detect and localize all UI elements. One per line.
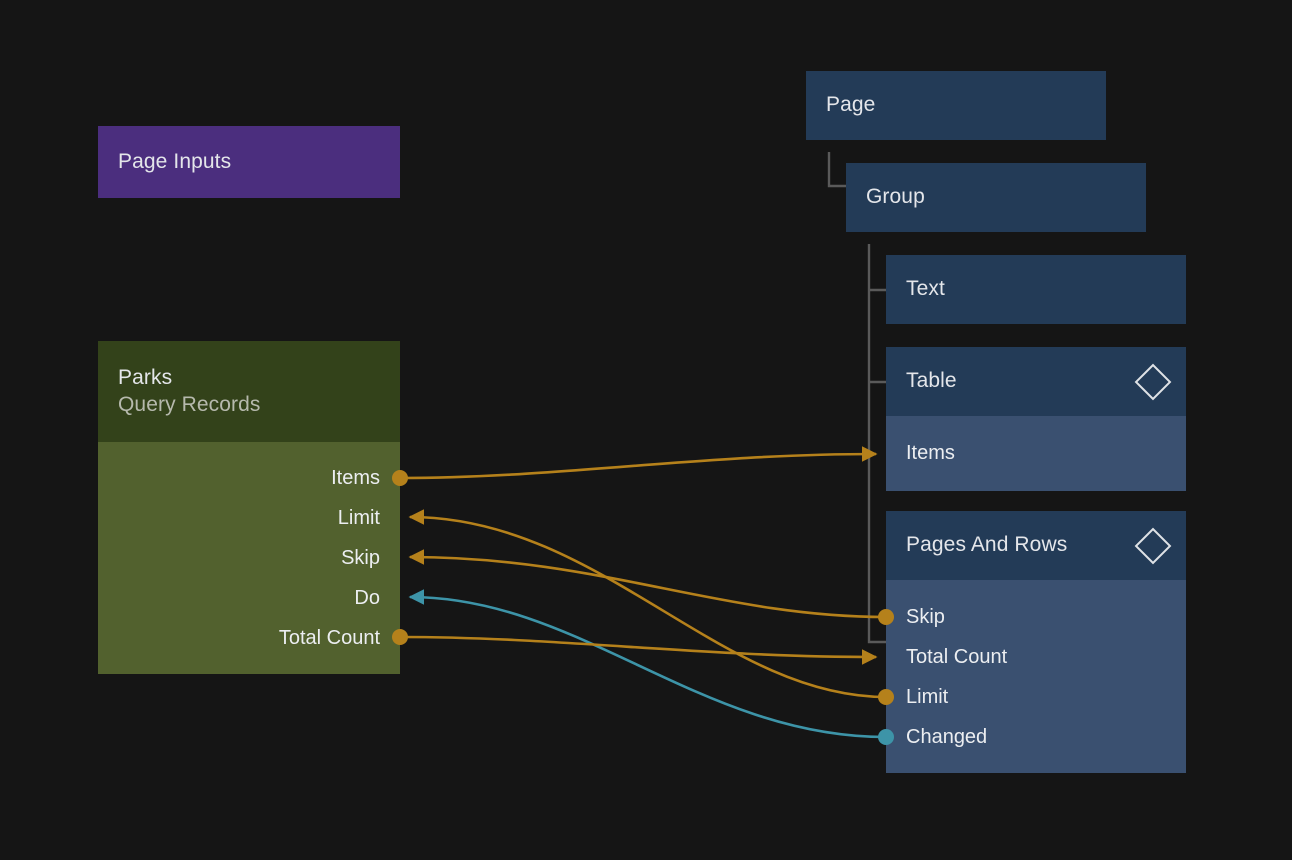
node-table-body: Items	[886, 416, 1186, 491]
port-label: Total Count	[279, 627, 380, 650]
port-label: Changed	[906, 726, 987, 749]
node-page-inputs-header: Page Inputs	[98, 126, 400, 198]
port-pages-and-rows-changed[interactable]: Changed	[886, 717, 1186, 757]
port-parks-skip[interactable]: Skip	[98, 538, 400, 578]
node-pages-and-rows-body: Skip Total Count Limit Changed	[886, 580, 1186, 773]
diamond-icon	[1135, 363, 1172, 400]
tree-link-group-spine	[869, 244, 886, 642]
node-page-header: Page	[806, 71, 1106, 140]
edge-pages-changed-to-parks-do	[410, 597, 886, 737]
node-page-inputs[interactable]: Page Inputs	[98, 126, 400, 198]
node-table[interactable]: Table Items	[886, 347, 1186, 491]
port-parks-items[interactable]: Items	[98, 458, 400, 498]
edge-parks-totalcount-to-pages-totalcount	[400, 637, 876, 657]
node-parks-header: Parks Query Records	[98, 341, 400, 442]
node-group-header: Group	[846, 163, 1146, 232]
port-label: Total Count	[906, 646, 1007, 669]
port-label: Do	[354, 587, 380, 610]
node-parks-title: Parks	[118, 365, 261, 392]
port-label: Limit	[338, 507, 380, 530]
port-pages-and-rows-total-count[interactable]: Total Count	[886, 637, 1186, 677]
port-label: Skip	[906, 606, 945, 629]
port-label: Limit	[906, 686, 948, 709]
node-text-title: Text	[906, 276, 945, 303]
node-pages-and-rows-header: Pages And Rows	[886, 511, 1186, 580]
edge-pages-skip-to-parks-skip	[410, 557, 886, 617]
node-group-title: Group	[866, 184, 925, 211]
port-pages-and-rows-skip[interactable]: Skip	[886, 597, 1186, 637]
edge-pages-limit-to-parks-limit	[410, 517, 886, 697]
node-group[interactable]: Group	[846, 163, 1146, 232]
node-text-header: Text	[886, 255, 1186, 324]
node-parks-body: Items Limit Skip Do Total Count	[98, 442, 400, 674]
node-text[interactable]: Text	[886, 255, 1186, 324]
port-parks-do[interactable]: Do	[98, 578, 400, 618]
tree-link-page-group	[829, 152, 846, 186]
node-table-header: Table	[886, 347, 1186, 416]
port-label: Items	[906, 442, 955, 465]
node-page[interactable]: Page	[806, 71, 1106, 140]
diamond-icon	[1135, 527, 1172, 564]
edge-parks-items-to-table-items	[400, 454, 876, 478]
port-pages-and-rows-limit[interactable]: Limit	[886, 677, 1186, 717]
port-parks-limit[interactable]: Limit	[98, 498, 400, 538]
node-page-inputs-title: Page Inputs	[118, 149, 231, 176]
node-parks[interactable]: Parks Query Records Items Limit Skip Do …	[98, 341, 400, 674]
port-label: Skip	[341, 547, 380, 570]
node-table-title: Table	[906, 368, 957, 395]
node-parks-subtitle: Query Records	[118, 392, 261, 419]
port-table-items[interactable]: Items	[886, 433, 1186, 473]
port-parks-total-count[interactable]: Total Count	[98, 618, 400, 658]
node-page-title: Page	[826, 92, 875, 119]
node-pages-and-rows-title: Pages And Rows	[906, 532, 1067, 559]
node-pages-and-rows[interactable]: Pages And Rows Skip Total Count Limit Ch…	[886, 511, 1186, 773]
port-label: Items	[331, 467, 380, 490]
